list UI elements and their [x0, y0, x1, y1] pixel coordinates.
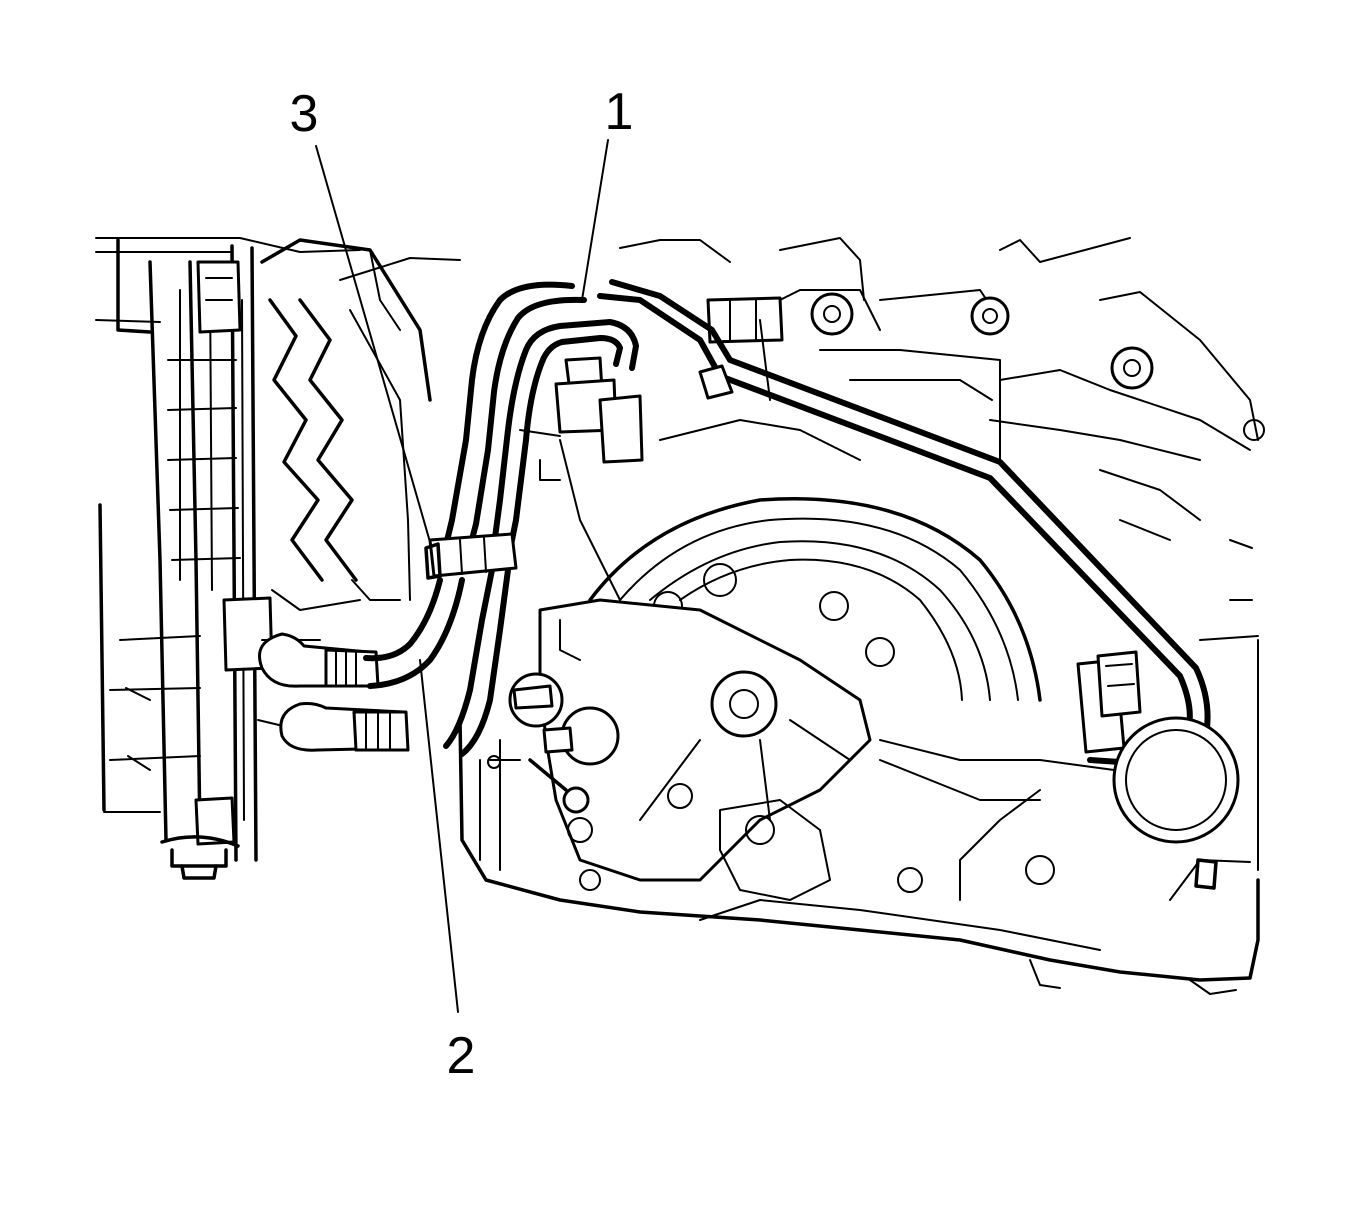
bell-housing	[588, 497, 1042, 702]
speed-sensor	[487, 672, 620, 814]
cooler-hose-upper	[258, 632, 380, 688]
cooler-line-fitting-top	[519, 356, 644, 601]
callout-label-1: 1	[604, 83, 634, 141]
drive-axle-seal	[879, 716, 1240, 901]
radiator-assembly	[95, 237, 361, 880]
cooler-line-clip-3	[424, 532, 518, 580]
fan-shroud	[257, 238, 461, 731]
callout-label-3: 3	[289, 85, 319, 143]
engine-upper-components	[619, 237, 1265, 601]
flexplate-bracket	[538, 598, 872, 901]
transmission-case	[458, 635, 1260, 995]
callout-label-2: 2	[446, 1027, 476, 1085]
leader-lines	[315, 139, 609, 1013]
leader-line-1	[581, 139, 609, 301]
cooler-hose-lower	[279, 702, 410, 752]
leader-line-3	[315, 145, 431, 543]
leader-line-2	[419, 659, 459, 1013]
